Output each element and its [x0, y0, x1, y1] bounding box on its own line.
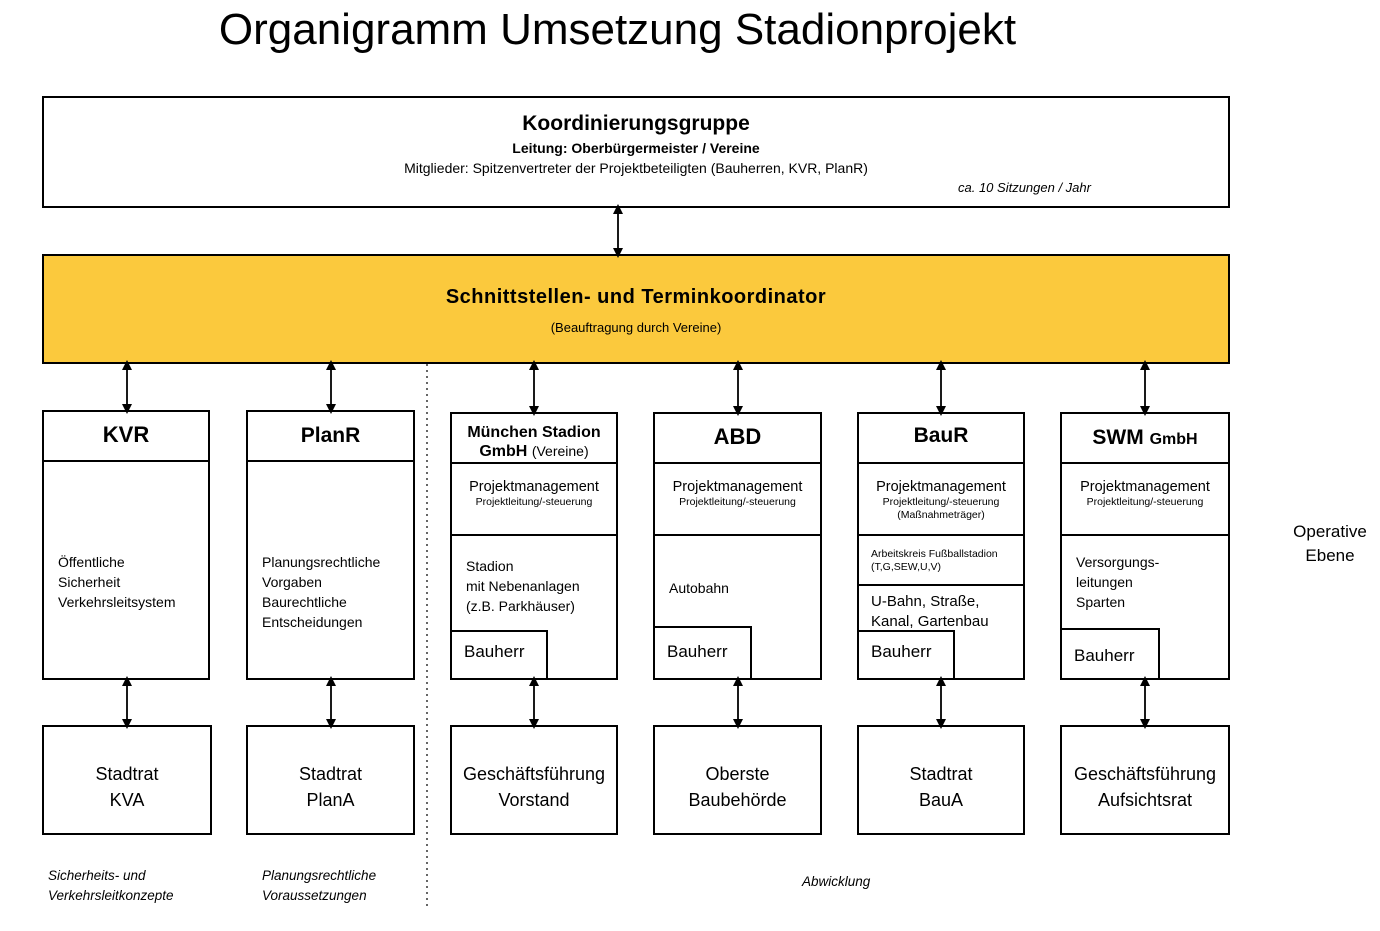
muenchen-stadion-pm-title: Projektmanagement: [469, 479, 599, 495]
abd-bauherr: Bauherr: [655, 626, 752, 678]
baur-head: BauR: [913, 424, 969, 447]
muenchen-stadion-head-suffix: (Vereine): [531, 443, 589, 459]
abd-pm-title: Projektmanagement: [672, 479, 803, 495]
koordinierungsgruppe-mitglieder: Mitglieder: Spitzenvertreter der Projekt…: [404, 160, 868, 176]
koordinator-title: Schnittstellen- und Terminkoordinator: [445, 286, 827, 308]
swm-head-wrap: SWM GmbH: [1062, 426, 1228, 450]
muenchen-stadion-head-line2-wrap: GmbH (Vereine): [452, 442, 616, 461]
planr-head: PlanR: [300, 424, 361, 447]
muenchen-stadion-head: München Stadion GmbH (Vereine): [452, 424, 616, 461]
baur-ak: Arbeitskreis Fußballstadion (T,G,SEW,U,V…: [871, 548, 998, 573]
kvr-box: KVR Öffentliche Sicherheit Verkehrsleits…: [42, 410, 210, 680]
kvr-body-section: Öffentliche Sicherheit Verkehrsleitsyste…: [44, 460, 208, 678]
baur-bauherr: Bauherr: [859, 630, 955, 678]
planr-lower: Stadtrat PlanA: [298, 764, 363, 810]
operative-ebene-label: Operative Ebene: [1293, 522, 1367, 565]
abd-head: ABD: [713, 424, 762, 449]
kvr-footer: Sicherheits- und Verkehrsleitkonzepte: [48, 868, 174, 903]
muenchen-stadion-bauherr: Bauherr: [452, 630, 548, 678]
abd-pm-sub: Projektleitung/-steuerung: [679, 496, 796, 508]
muenchen-stadion-head-line2: GmbH: [479, 443, 528, 460]
swm-lower: Geschäftsführung Aufsichtsrat: [1073, 764, 1217, 810]
planr-footer: Planungsrechtliche Voraussetzungen: [262, 868, 377, 903]
baur-box: BauR Projektmanagement Projektleitung/-s…: [857, 412, 1025, 680]
muenchen-stadion-lower-box: Geschäftsführung Vorstand: [450, 725, 618, 835]
abd-body-section: Autobahn: [655, 534, 820, 678]
muenchen-stadion-lower: Geschäftsführung Vorstand: [462, 764, 606, 810]
abd-body: Autobahn: [669, 580, 729, 596]
baur-ak-section: Arbeitskreis Fußballstadion (T,G,SEW,U,V…: [859, 534, 1023, 586]
muenchen-stadion-pm-sub: Projektleitung/-steuerung: [475, 496, 593, 508]
baur-body-section: U-Bahn, Straße, Kanal, Gartenbau: [859, 584, 1023, 678]
swm-box: SWM GmbH Projektmanagement Projektleitun…: [1060, 412, 1230, 680]
baur-lower: Stadtrat BauA: [909, 764, 973, 810]
kvr-lower: Stadtrat KVA: [95, 764, 159, 810]
abd-lower-box: Oberste Baubehörde: [653, 725, 822, 835]
abwicklung-footer: Abwicklung: [802, 874, 871, 889]
swm-pm-title: Projektmanagement: [1080, 479, 1210, 495]
koordinierungsgruppe-title: Koordinierungsgruppe: [522, 112, 750, 135]
muenchen-stadion-body-section: Stadion mit Nebenanlagen (z.B. Parkhäuse…: [452, 534, 616, 678]
kvr-head: KVR: [102, 422, 150, 447]
kvr-body: Öffentliche Sicherheit Verkehrsleitsyste…: [58, 554, 176, 610]
baur-pm-title: Projektmanagement: [876, 479, 1006, 495]
baur-pm-section: Projektmanagement Projektleitung/-steuer…: [859, 462, 1023, 536]
muenchen-stadion-body: Stadion mit Nebenanlagen (z.B. Parkhäuse…: [466, 558, 580, 614]
muenchen-stadion-head-line1: München Stadion: [467, 424, 601, 441]
baur-pm-sub: Projektleitung/-steuerung (Maßnahmeträge…: [882, 496, 1000, 521]
swm-pm-sub: Projektleitung/-steuerung: [1086, 496, 1204, 508]
swm-lower-box: Geschäftsführung Aufsichtsrat: [1060, 725, 1230, 835]
muenchen-stadion-pm-section: Projektmanagement Projektleitung/-steuer…: [452, 462, 616, 536]
koordinierungsgruppe-sitzungen: ca. 10 Sitzungen / Jahr: [958, 180, 1091, 195]
swm-head: SWM: [1092, 426, 1144, 449]
page-title: Organigramm Umsetzung Stadionprojekt: [218, 5, 1017, 54]
swm-bauherr: Bauherr: [1062, 628, 1160, 678]
swm-pm-section: Projektmanagement Projektleitung/-steuer…: [1062, 462, 1228, 536]
baur-body: U-Bahn, Straße, Kanal, Gartenbau: [871, 593, 989, 630]
koordinator-subtitle: (Beauftragung durch Vereine): [550, 320, 722, 335]
abd-lower: Oberste Baubehörde: [688, 764, 787, 810]
koordinierungsgruppe-box: Koordinierungsgruppe Leitung: Oberbürger…: [42, 96, 1230, 208]
planr-body: Planungsrechtliche Vorgaben Baurechtlich…: [262, 554, 381, 630]
baur-lower-box: Stadtrat BauA: [857, 725, 1025, 835]
koordinierungsgruppe-leitung: Leitung: Oberbürgermeister / Vereine: [512, 140, 760, 156]
koordinator-box: Schnittstellen- und Terminkoordinator (B…: [42, 254, 1230, 364]
kvr-lower-box: Stadtrat KVA: [42, 725, 212, 835]
swm-head-suffix: GmbH: [1149, 431, 1198, 448]
swm-body: Versorgungs- leitungen Sparten: [1076, 554, 1160, 610]
swm-body-section: Versorgungs- leitungen Sparten: [1062, 534, 1228, 678]
planr-box: PlanR Planungsrechtliche Vorgaben Baurec…: [246, 410, 415, 680]
abd-pm-section: Projektmanagement Projektleitung/-steuer…: [655, 462, 820, 536]
planr-body-section: Planungsrechtliche Vorgaben Baurechtlich…: [248, 460, 413, 678]
